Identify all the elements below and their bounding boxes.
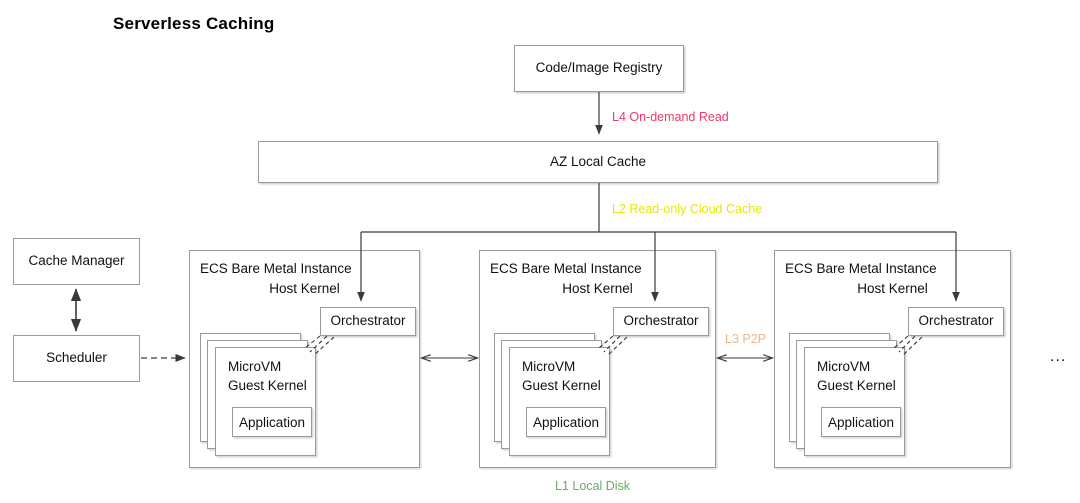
- node-scheduler-label: Scheduler: [46, 350, 107, 366]
- instance-3-title-line1: ECS Bare Metal Instance: [785, 261, 937, 276]
- node-az-local-cache-label: AZ Local Cache: [549, 153, 647, 169]
- instance-1-title: ECS Bare Metal Instance Host Kernel: [190, 259, 419, 298]
- node-az-local-cache: AZ Local Cache: [258, 141, 938, 183]
- edge-label-l2-read-only-cloud-cache: L2 Read-only Cloud Cache: [612, 202, 763, 216]
- node-cache-manager: Cache Manager: [13, 238, 140, 285]
- instance-3-title: ECS Bare Metal Instance Host Kernel: [775, 259, 1010, 298]
- node-application-3-label: Application: [827, 414, 895, 430]
- instance-2-title: ECS Bare Metal Instance Host Kernel: [480, 259, 715, 298]
- instance-1-title-line2: Host Kernel: [269, 280, 340, 296]
- instance-1-title-line1: ECS Bare Metal Instance: [200, 261, 352, 276]
- microvm-2-label-line1: MicroVM: [522, 359, 576, 374]
- microvm-1-label-line2: Guest Kernel: [228, 377, 307, 393]
- microvm-3-label-line1: MicroVM: [817, 359, 871, 374]
- node-code-image-registry: Code/Image Registry: [514, 45, 684, 92]
- node-orchestrator-2: Orchestrator: [613, 307, 709, 336]
- node-application-1-label: Application: [238, 414, 306, 430]
- node-application-1: Application: [232, 407, 312, 437]
- microvm-2-label-line2: Guest Kernel: [522, 377, 601, 393]
- node-orchestrator-1-label: Orchestrator: [330, 313, 406, 329]
- more-instances-ellipsis: ...: [1050, 348, 1067, 365]
- node-orchestrator-3: Orchestrator: [908, 307, 1004, 336]
- edge-label-l3-p2p: L3 P2P: [725, 332, 767, 346]
- node-cache-manager-label: Cache Manager: [28, 253, 125, 269]
- edge-label-l4-on-demand-read: L4 On-demand Read: [612, 110, 729, 124]
- node-orchestrator-3-label: Orchestrator: [918, 313, 994, 329]
- microvm-1-label-line1: MicroVM: [228, 359, 282, 374]
- instance-2-title-line1: ECS Bare Metal Instance: [490, 261, 642, 276]
- microvm-card-front-1: MicroVM Guest Kernel Application: [215, 347, 316, 456]
- instance-2-title-line2: Host Kernel: [562, 280, 633, 296]
- microvm-card-front-2: MicroVM Guest Kernel Application: [509, 347, 610, 456]
- node-code-image-registry-label: Code/Image Registry: [535, 60, 663, 76]
- instance-3-title-line2: Host Kernel: [857, 280, 928, 296]
- microvm-card-front-3: MicroVM Guest Kernel Application: [804, 347, 905, 456]
- node-orchestrator-2-label: Orchestrator: [623, 313, 699, 329]
- microvm-3-label: MicroVM Guest Kernel: [817, 358, 896, 396]
- edge-label-l1-local-disk: L1 Local Disk: [555, 479, 631, 493]
- node-orchestrator-1: Orchestrator: [320, 307, 416, 336]
- node-scheduler: Scheduler: [13, 335, 140, 382]
- node-application-2: Application: [526, 407, 606, 437]
- node-application-3: Application: [821, 407, 901, 437]
- microvm-1-label: MicroVM Guest Kernel: [228, 358, 307, 396]
- page-title: Serverless Caching: [113, 14, 275, 33]
- microvm-2-label: MicroVM Guest Kernel: [522, 358, 601, 396]
- microvm-3-label-line2: Guest Kernel: [817, 377, 896, 393]
- node-application-2-label: Application: [532, 414, 600, 430]
